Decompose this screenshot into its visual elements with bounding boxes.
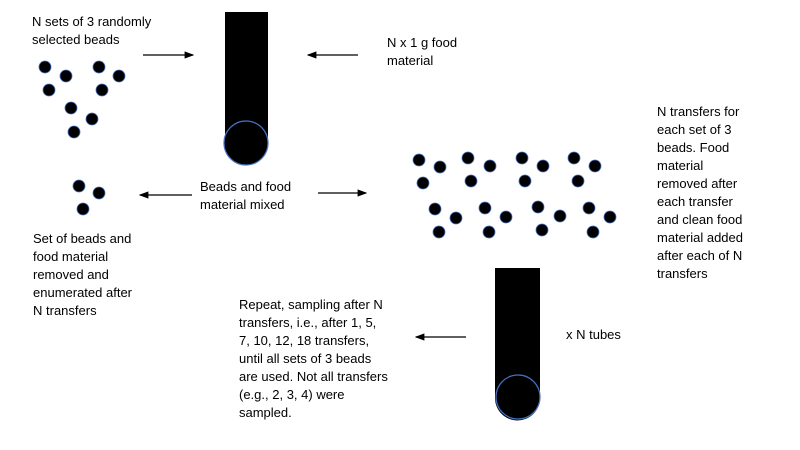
bead [499, 210, 513, 224]
bead [582, 201, 596, 215]
bead [76, 202, 90, 216]
bead [515, 151, 529, 165]
bead [531, 200, 545, 214]
bead [536, 159, 550, 173]
bead [567, 151, 581, 165]
label-transfers-note: N transfers for each set of 3 beads. Foo… [657, 104, 743, 281]
bead-cluster-removed [72, 179, 106, 216]
bead [412, 153, 426, 167]
label-mixed: Beads and food material mixed [200, 179, 292, 212]
tube-bottom-bead [495, 374, 541, 420]
bead [518, 174, 532, 188]
tube-bottom [495, 268, 541, 421]
label-sets-of-beads: N sets of 3 randomly selected beads [32, 14, 152, 47]
bead [432, 225, 446, 239]
tube-top-bead [223, 120, 269, 166]
label-tubes: x N tubes [566, 327, 621, 342]
label-food-material: N x 1 g food material [387, 35, 458, 68]
bead [59, 69, 73, 83]
bead [464, 174, 478, 188]
bead [483, 159, 497, 173]
bead [449, 211, 463, 225]
bead [603, 210, 617, 224]
bead [42, 83, 56, 97]
bead [478, 201, 492, 215]
bead [64, 101, 78, 115]
bead [588, 159, 602, 173]
bead [461, 151, 475, 165]
label-removed-note: Set of beads and food material removed a… [33, 231, 133, 318]
bead [416, 176, 430, 190]
bead-cluster-transfers [412, 151, 617, 239]
bead [112, 69, 126, 83]
bead [95, 83, 109, 97]
bead [428, 202, 442, 216]
bead [38, 60, 52, 74]
bead-cluster-initial [38, 60, 126, 139]
bead [92, 186, 106, 200]
bead [85, 112, 99, 126]
bead [571, 174, 585, 188]
bead [586, 225, 600, 239]
bead [553, 209, 567, 223]
bead [433, 160, 447, 174]
bead [72, 179, 86, 193]
bead [92, 60, 106, 74]
bead [67, 125, 81, 139]
label-repeat-note: Repeat, sampling after N transfers, i.e.… [239, 297, 388, 420]
bead [482, 225, 496, 239]
bead [535, 223, 549, 237]
tube-top [223, 12, 269, 166]
